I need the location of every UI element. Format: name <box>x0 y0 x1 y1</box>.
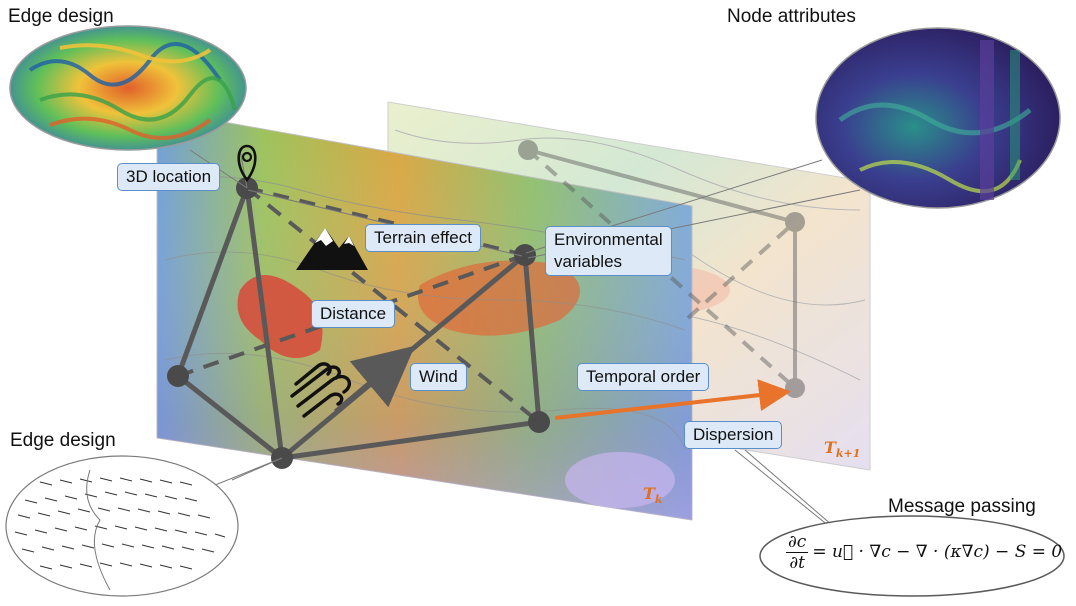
graph-edge-dashed <box>177 253 526 378</box>
graph-edge <box>176 374 284 460</box>
graph-node <box>514 244 536 266</box>
temporal-order-arrow <box>554 379 791 420</box>
edge-design-heading-bottom: Edge design <box>10 430 116 451</box>
equation-rhs: = u⃗ · ∇c − ∇ · (κ∇c) − S = 0 <box>812 542 1063 562</box>
terrain-inset <box>9 25 247 151</box>
graph-node <box>167 365 189 387</box>
location-pin-icon <box>237 144 257 183</box>
location-label: 3D location <box>117 163 221 191</box>
node-attributes-inset <box>815 27 1061 209</box>
environmental-variables-label: Environmental variables <box>545 226 672 276</box>
graph-node <box>528 411 550 433</box>
graph-edge <box>522 254 542 423</box>
wind-icon <box>290 362 351 418</box>
graph-edge-dashed <box>245 186 541 424</box>
next-timestep-label: Tk+1 <box>824 438 861 461</box>
dispersion-label: Dispersion <box>684 421 783 449</box>
wind-label: Wind <box>410 363 467 391</box>
temporal-order-label: Temporal order <box>577 363 710 391</box>
advection-diffusion-equation: ∂c ∂t = u⃗ · ∇c − ∇ · (κ∇c) − S = 0 <box>786 532 1062 573</box>
equation-fraction: ∂c ∂t <box>786 532 809 573</box>
wind-direction-arrow <box>334 345 415 415</box>
distance-label: Distance <box>311 300 396 328</box>
wind-field-inset <box>5 455 239 597</box>
equation-bubble <box>759 515 1065 597</box>
message-passing-heading: Message passing <box>888 496 1036 517</box>
edge-design-heading-top: Edge design <box>8 6 114 27</box>
graph-next-timestep <box>518 140 805 398</box>
node-attributes-heading: Node attributes <box>727 6 856 27</box>
graph-edge <box>281 419 540 461</box>
graph-current-timestep <box>167 177 791 469</box>
graph-edge <box>175 187 250 377</box>
terrain-effect-label: Terrain effect <box>365 224 481 252</box>
current-timestep-label: Tk <box>643 484 663 507</box>
graph-edge <box>244 187 285 459</box>
mountain-icon <box>296 228 368 270</box>
graph-edge-dashed <box>246 186 526 257</box>
